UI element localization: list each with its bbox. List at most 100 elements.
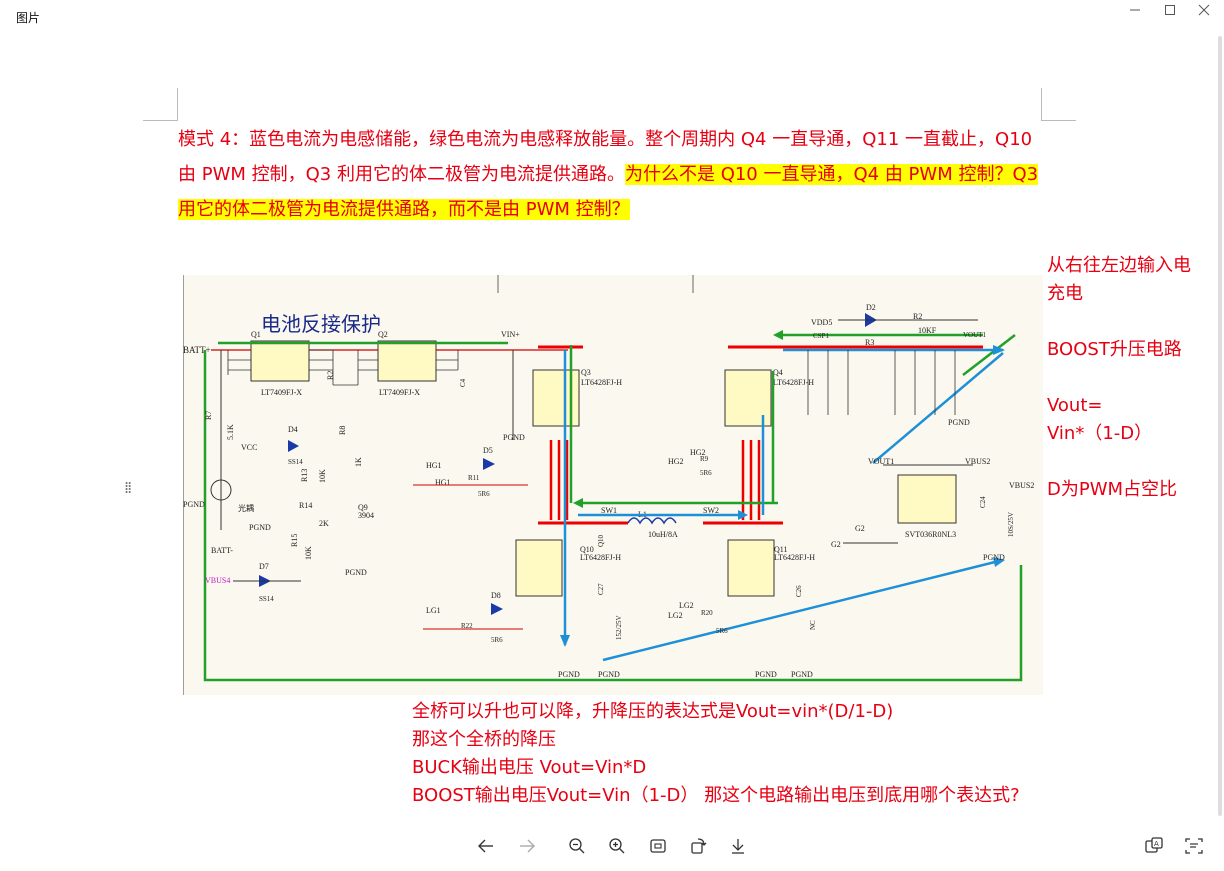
svg-text:Q11: Q11 (774, 545, 787, 554)
svg-text:Q10: Q10 (597, 534, 605, 547)
maximize-icon (1165, 5, 1175, 15)
translate-button[interactable]: A (1140, 832, 1168, 860)
svg-text:光耦: 光耦 (238, 503, 254, 513)
note-boost-circuit: BOOST升压电路 (1047, 339, 1182, 360)
minimize-button[interactable] (1117, 2, 1153, 24)
fit-screen-button[interactable] (644, 832, 672, 860)
note-buck-question: 那这个全桥的降压 (412, 729, 556, 750)
prev-button[interactable] (472, 832, 500, 860)
note-buck-formula: BUCK输出电压 Vout=Vin*D (412, 757, 647, 778)
vertical-scrollbar[interactable] (1218, 36, 1222, 816)
svg-text:VOUT1: VOUT1 (868, 457, 894, 466)
inductor-l1 (627, 517, 677, 525)
svg-text:R22: R22 (461, 622, 473, 630)
note-fullbridge: 全桥可以升也可以降，升降压的表达式是Vout=vin*(D/1-D) (412, 701, 894, 722)
svg-text:VBUS2: VBUS2 (965, 457, 990, 466)
svg-text:3904: 3904 (358, 511, 374, 520)
svg-text:BATT-: BATT- (211, 546, 233, 555)
svg-text:G2: G2 (855, 524, 865, 533)
mosfet-q12 (897, 474, 957, 524)
svg-text:LT6428FJ-H: LT6428FJ-H (773, 378, 814, 387)
svg-text:PGND: PGND (755, 670, 777, 679)
bottom-annotations: 全桥可以升也可以降，升降压的表达式是Vout=vin*(D/1-D) 那这个全桥… (412, 698, 1052, 810)
translate-icon: A (1145, 837, 1163, 853)
svg-text:G2: G2 (831, 540, 841, 549)
zoom-out-button[interactable] (563, 832, 591, 860)
svg-text:VOUT1: VOUT1 (963, 331, 986, 339)
svg-text:LG1: LG1 (426, 606, 441, 615)
fit-screen-icon (650, 839, 666, 853)
svg-text:SS14: SS14 (259, 595, 274, 603)
diode-d4 (288, 440, 299, 452)
svg-text:10S/25V: 10S/25V (1007, 512, 1015, 537)
svg-text:SS14: SS14 (288, 458, 303, 466)
svg-text:10uH/8A: 10uH/8A (648, 530, 678, 539)
svg-text:HG2: HG2 (690, 448, 706, 457)
svg-text:C4: C4 (459, 378, 467, 387)
svg-text:R11: R11 (468, 474, 480, 482)
svg-text:VCC: VCC (241, 443, 257, 452)
paragraph-normal-text: 模式 4：蓝色电流为电感储能，绿色电流为电感释放能量。整个周期内 Q4 一直导通… (178, 129, 1033, 185)
svg-text:R8: R8 (338, 426, 347, 435)
svg-text:VBUS2: VBUS2 (1009, 481, 1034, 490)
svg-text:10K: 10K (304, 546, 313, 560)
svg-text:D5: D5 (483, 446, 493, 455)
diode-d5 (483, 458, 495, 470)
svg-text:5R6: 5R6 (716, 627, 728, 635)
svg-text:C26: C26 (795, 585, 803, 597)
svg-text:R7: R7 (204, 411, 213, 420)
schematic-title: 电池反接保护 (261, 312, 381, 336)
svg-text:Q10: Q10 (580, 545, 594, 554)
svg-text:5R6: 5R6 (491, 636, 503, 644)
svg-text:Q9: Q9 (358, 503, 368, 512)
svg-text:CSP1: CSP1 (813, 332, 829, 340)
download-button[interactable] (724, 832, 752, 860)
svg-text:PGND: PGND (345, 568, 367, 577)
drag-handle-icon[interactable]: ⁞⁞ (124, 478, 132, 497)
note-vout-formula: Vout= Vin*（1-D） (1047, 395, 1153, 444)
right-annotations: 从右往左边输入电 充电 BOOST升压电路 Vout= Vin*（1-D） D为… (1047, 252, 1222, 504)
svg-text:5R6: 5R6 (478, 490, 490, 498)
svg-text:HG1: HG1 (426, 461, 442, 470)
svg-text:SVT036R0NL3: SVT036R0NL3 (905, 530, 956, 539)
svg-text:C24: C24 (979, 496, 987, 508)
svg-text:R3: R3 (865, 338, 874, 347)
note-input-direction: 从右往左边输入电 充电 (1047, 255, 1191, 304)
next-button[interactable] (513, 832, 541, 860)
svg-text:NC: NC (809, 620, 817, 630)
zoom-in-button[interactable] (603, 832, 631, 860)
zoom-in-icon (609, 838, 625, 854)
maximize-button[interactable] (1152, 2, 1188, 24)
svg-text:PGND: PGND (183, 500, 205, 509)
svg-text:Q1: Q1 (251, 330, 261, 339)
svg-text:Q2: Q2 (378, 330, 388, 339)
mosfet-q10 (515, 539, 563, 597)
svg-text:HG1: HG1 (435, 478, 451, 487)
svg-text:D8: D8 (491, 591, 501, 600)
svg-text:LT6428FJ-H: LT6428FJ-H (774, 553, 815, 562)
svg-text:Q4: Q4 (773, 368, 783, 377)
svg-text:LT7409FJ-X: LT7409FJ-X (379, 388, 420, 397)
svg-text:R15: R15 (290, 534, 299, 547)
svg-text:5R6: 5R6 (700, 469, 712, 477)
arrow-left-icon (478, 839, 493, 853)
svg-text:PGND: PGND (558, 670, 580, 679)
circuit-schematic: 电池反接保护 BATT+ Q1 LT7409FJ-X Q2 LT7409FJ-X… (183, 275, 1043, 695)
svg-text:R9: R9 (700, 455, 709, 463)
svg-text:LT6428FJ-H: LT6428FJ-H (581, 378, 622, 387)
svg-text:D7: D7 (259, 562, 269, 571)
note-duty-cycle: D为PWM占空比 (1047, 479, 1178, 500)
close-button[interactable] (1186, 2, 1222, 24)
extract-text-button[interactable] (1180, 832, 1208, 860)
question-paragraph: 模式 4：蓝色电流为电感储能，绿色电流为电感释放能量。整个周期内 Q4 一直导通… (178, 122, 1048, 227)
svg-text:R13: R13 (300, 469, 309, 482)
svg-text:R2: R2 (913, 312, 922, 321)
svg-text:SW2: SW2 (703, 506, 719, 515)
mosfet-q11 (727, 539, 775, 597)
svg-text:A: A (1154, 840, 1159, 848)
rotate-button[interactable] (684, 832, 712, 860)
svg-text:PGND: PGND (503, 433, 525, 442)
svg-text:R20: R20 (701, 609, 713, 617)
app-title: 图片 (16, 11, 41, 25)
zoom-out-icon (569, 838, 585, 854)
